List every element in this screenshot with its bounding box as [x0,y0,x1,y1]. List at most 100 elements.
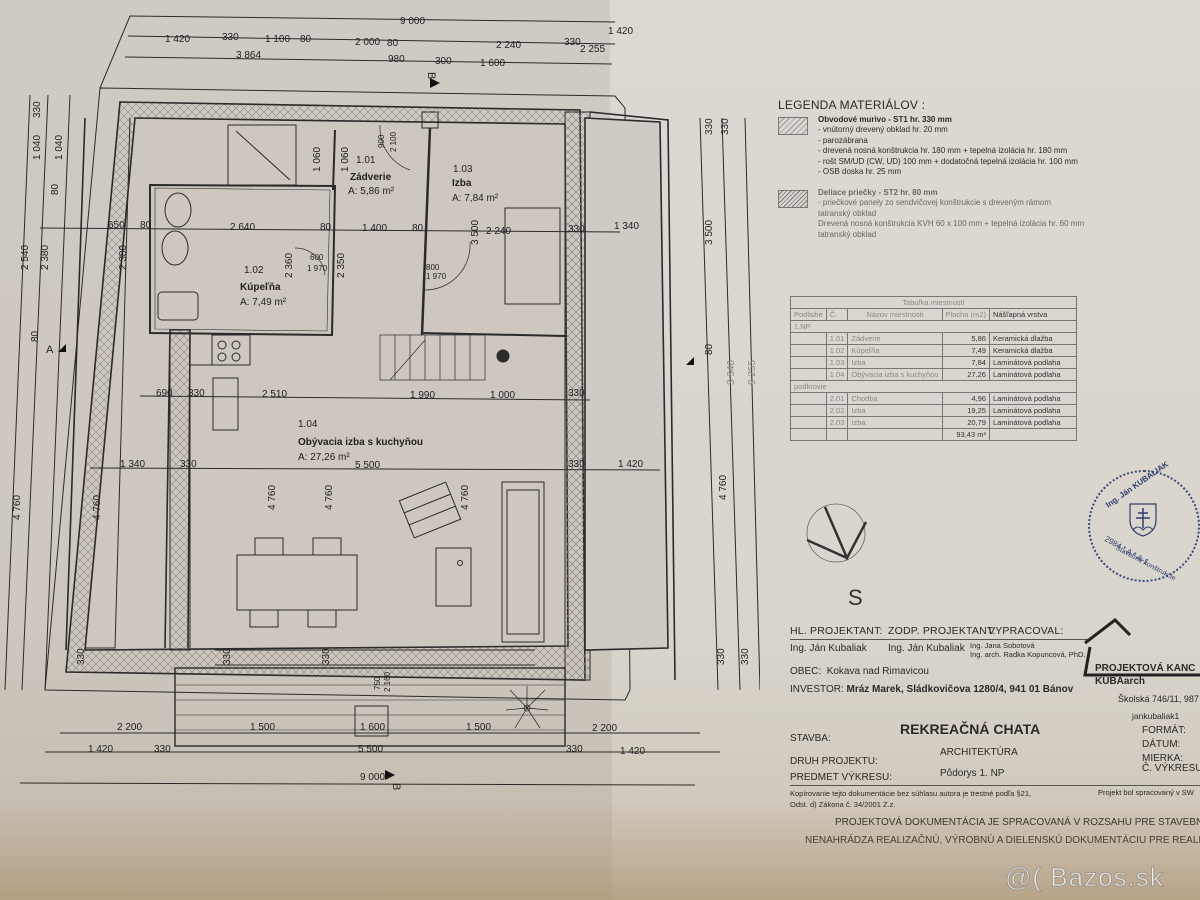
svg-text:80: 80 [30,330,41,342]
svg-text:4 760: 4 760 [92,495,103,520]
svg-text:A: 7,49 m²: A: 7,49 m² [240,297,287,308]
coat-of-arms-icon [1129,503,1157,537]
svg-text:1 600: 1 600 [480,58,505,69]
right-sheet [610,0,1200,900]
svg-text:800: 800 [426,263,440,272]
svg-text:330: 330 [568,224,585,235]
legend-item-exterior-wall: Obvodové murivo - ST1 hr. 330 mm - vnúto… [778,115,1108,178]
svg-text:330: 330 [740,648,751,665]
divider [790,639,1090,640]
svg-text:80: 80 [412,223,424,234]
svg-text:80: 80 [387,38,399,49]
svg-text:A: 7,84 m²: A: 7,84 m² [452,193,499,204]
svg-text:1 500: 1 500 [250,722,275,733]
svg-text:330: 330 [720,118,731,135]
legend-item-partition: Deliace priečky - ST2 hr. 80 mm - priečk… [778,188,1108,241]
diagonal-swatch-icon [778,189,808,208]
svg-text:2 540: 2 540 [20,245,31,270]
hatch-swatch-icon [778,116,808,135]
svg-text:1.04: 1.04 [298,419,318,430]
svg-text:5 500: 5 500 [355,460,380,471]
svg-text:1 420: 1 420 [620,746,645,757]
svg-text:1 990: 1 990 [410,390,435,401]
svg-text:Obývacia izba s kuchyňou: Obývacia izba s kuchyňou [298,437,423,448]
svg-text:2 240: 2 240 [496,40,521,51]
room-table: Tabuľka miestností Podlažie Č. Názov mie… [790,296,1077,441]
svg-text:1 340: 1 340 [614,221,639,232]
svg-text:4 760: 4 760 [324,485,335,510]
svg-text:1 400: 1 400 [362,223,387,234]
svg-text:2 640: 2 640 [230,222,255,233]
svg-text:330: 330 [180,459,197,470]
room-label-1-02: 1.02 Kúpeľňa A: 7,49 m² [240,265,287,308]
svg-text:80: 80 [320,222,332,233]
divider [790,785,1200,786]
svg-text:A: 27,26 m²: A: 27,26 m² [298,452,350,463]
svg-text:4 760: 4 760 [718,475,729,500]
plant-symbol-icon [505,686,549,729]
svg-text:330: 330 [704,118,715,135]
svg-text:80: 80 [300,34,312,45]
svg-text:80: 80 [50,183,61,195]
svg-text:2 380: 2 380 [40,245,51,270]
floor-plan-drawing: A B B 9 000 1 420 330 1 100 80 2 000 80 … [4,15,760,790]
materials-legend: LEGENDA MATERIÁLOV : Obvodové murivo - S… [778,98,1108,250]
svg-text:1 500: 1 500 [466,722,491,733]
room-label-1-04: 1.04 Obývacia izba s kuchyňou A: 27,26 m… [298,419,423,463]
svg-text:3 500: 3 500 [704,220,715,245]
room-label-1-01: 1.01 Zádverie A: 5,86 m² [348,155,395,197]
svg-text:2 255: 2 255 [580,44,605,55]
north-arrow-icon [806,503,867,563]
svg-text:1.02: 1.02 [244,265,264,276]
legend-title: LEGENDA MATERIÁLOV : [778,98,926,112]
svg-text:1 420: 1 420 [165,34,190,45]
svg-text:Kúpeľňa: Kúpeľňa [240,282,281,293]
room-table-header: Podlažie Č. Názov miestnosti Plocha (m2)… [790,308,1077,321]
svg-text:9 000: 9 000 [400,16,425,27]
svg-text:80: 80 [140,220,152,231]
svg-text:1 420: 1 420 [88,744,113,755]
photo-shadow [0,800,1200,900]
north-label: S [848,585,863,610]
svg-text:4 760: 4 760 [267,485,278,510]
svg-text:330: 330 [188,388,205,399]
svg-text:1 000: 1 000 [490,390,515,401]
svg-text:330: 330 [222,648,233,665]
svg-text:2 240: 2 240 [486,226,511,237]
svg-text:Zádverie: Zádverie [350,172,392,183]
svg-text:900: 900 [377,134,386,148]
svg-text:1.01: 1.01 [356,155,376,166]
svg-text:4 760: 4 760 [460,485,471,510]
section-marker-a-left-icon [58,344,66,352]
svg-text:2 160: 2 160 [383,671,392,692]
svg-text:1 970: 1 970 [307,264,328,273]
svg-text:1 600: 1 600 [360,722,385,733]
svg-text:1 100: 1 100 [265,34,290,45]
svg-text:690: 690 [156,388,173,399]
svg-text:2 200: 2 200 [117,722,142,733]
svg-text:330: 330 [716,648,727,665]
svg-text:1 420: 1 420 [608,26,633,37]
svg-text:1 340: 1 340 [120,459,145,470]
svg-text:2 350: 2 350 [336,253,347,278]
svg-text:1 060: 1 060 [312,147,323,172]
svg-text:1 970: 1 970 [426,272,447,281]
svg-text:1.03: 1.03 [453,164,473,175]
table-total-row: 93,43 m² [790,428,1077,441]
svg-text:330: 330 [154,744,171,755]
watermark: @( Bazos.sk [1005,862,1164,893]
svg-text:330: 330 [564,37,581,48]
svg-text:4 760: 4 760 [12,495,23,520]
svg-text:330: 330 [321,648,332,665]
svg-text:2 360: 2 360 [284,253,295,278]
svg-text:3 500: 3 500 [470,220,481,245]
svg-text:330: 330 [32,101,43,118]
svg-text:Izba: Izba [452,178,472,189]
room-label-1-03: 1.03 Izba A: 7,84 m² [452,164,499,204]
